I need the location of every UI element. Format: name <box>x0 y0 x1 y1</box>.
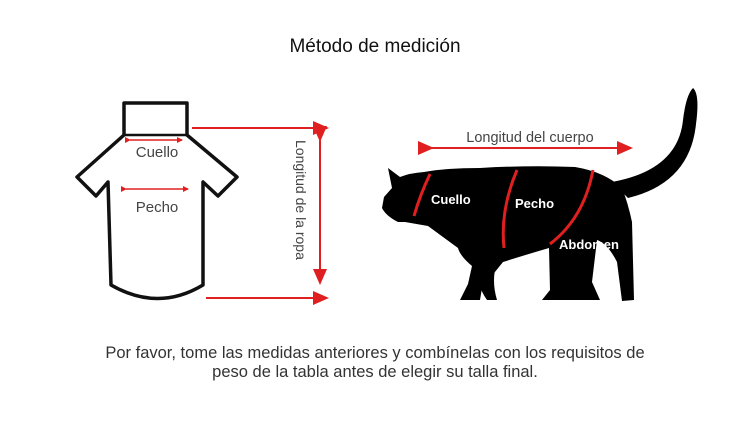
instructions-line-1: Por favor, tome las medidas anteriores y… <box>105 344 645 362</box>
shirt-length-label: Longitud de la ropa <box>293 140 309 260</box>
shirt-outline <box>75 101 239 301</box>
cat-silhouette <box>382 88 698 301</box>
cat-belly-band <box>549 169 595 246</box>
instructions-text: Por favor, tome las medidas anteriores y… <box>0 344 750 382</box>
shirt-chest-label: Pecho <box>136 199 179 216</box>
cat-body-length-label: Longitud del cuerpo <box>466 130 593 146</box>
page-title: Método de medición <box>289 36 461 57</box>
cat-body-length-label-bg <box>456 127 604 146</box>
instructions-line-2: peso de la tabla antes de elegir su tall… <box>212 363 538 381</box>
cat-neck-band <box>412 173 432 217</box>
cat-chest-label: Pecho <box>515 196 554 211</box>
cat-neck-label: Cuello <box>431 192 471 207</box>
cat-chest-band <box>501 169 519 249</box>
cat-belly-label: Abdomen <box>559 237 619 252</box>
shirt-neck-label: Cuello <box>136 144 179 161</box>
